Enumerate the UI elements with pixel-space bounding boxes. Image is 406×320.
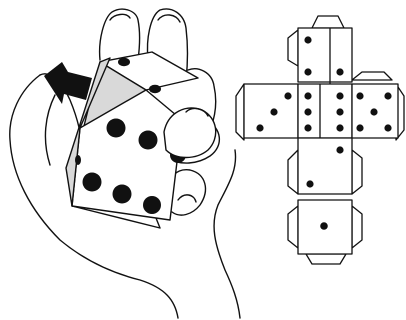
wrist-right-outline	[214, 150, 240, 318]
net-pip	[304, 108, 311, 115]
net-pip	[356, 124, 363, 131]
net-pip	[320, 222, 328, 230]
net-tab	[288, 150, 298, 194]
index-finger	[100, 9, 140, 60]
net-tab	[306, 254, 346, 264]
die-front-pip	[143, 196, 161, 214]
die-front-pip	[139, 131, 158, 150]
die-front-pip	[83, 173, 102, 192]
net-tab	[352, 72, 392, 80]
net-pip	[336, 92, 343, 99]
net-tab	[352, 206, 362, 248]
net-tab	[352, 150, 362, 194]
net-pip	[256, 124, 263, 131]
net-pip	[356, 92, 363, 99]
index-nail	[110, 14, 130, 20]
die-top-pip	[118, 58, 130, 66]
net-tab	[236, 84, 244, 140]
fingertip-overlay	[164, 108, 216, 157]
pinky-nail	[178, 195, 196, 202]
net-pip	[304, 68, 311, 75]
net-pip	[270, 108, 277, 115]
net-tab	[288, 30, 298, 66]
net-pip	[284, 92, 291, 99]
net-pip	[336, 146, 343, 153]
net-face-lower	[298, 138, 352, 194]
net-pip	[304, 124, 311, 131]
net-pip	[306, 180, 313, 187]
net-pip	[384, 92, 391, 99]
net-pip	[336, 124, 343, 131]
die-side-pip	[75, 155, 81, 165]
die-front-pip	[107, 119, 126, 138]
net-pip	[304, 92, 311, 99]
net-tab	[288, 206, 298, 248]
net-pip	[336, 108, 343, 115]
net-pip	[304, 36, 311, 43]
net-tab	[312, 16, 344, 28]
middle-nail	[158, 15, 180, 22]
net-pip	[336, 68, 343, 75]
die-top-pip	[149, 85, 161, 93]
net-pip	[370, 108, 377, 115]
die-net	[236, 16, 404, 264]
die-front-pip	[113, 185, 132, 204]
net-pip	[384, 124, 391, 131]
arrow-icon	[44, 62, 92, 104]
